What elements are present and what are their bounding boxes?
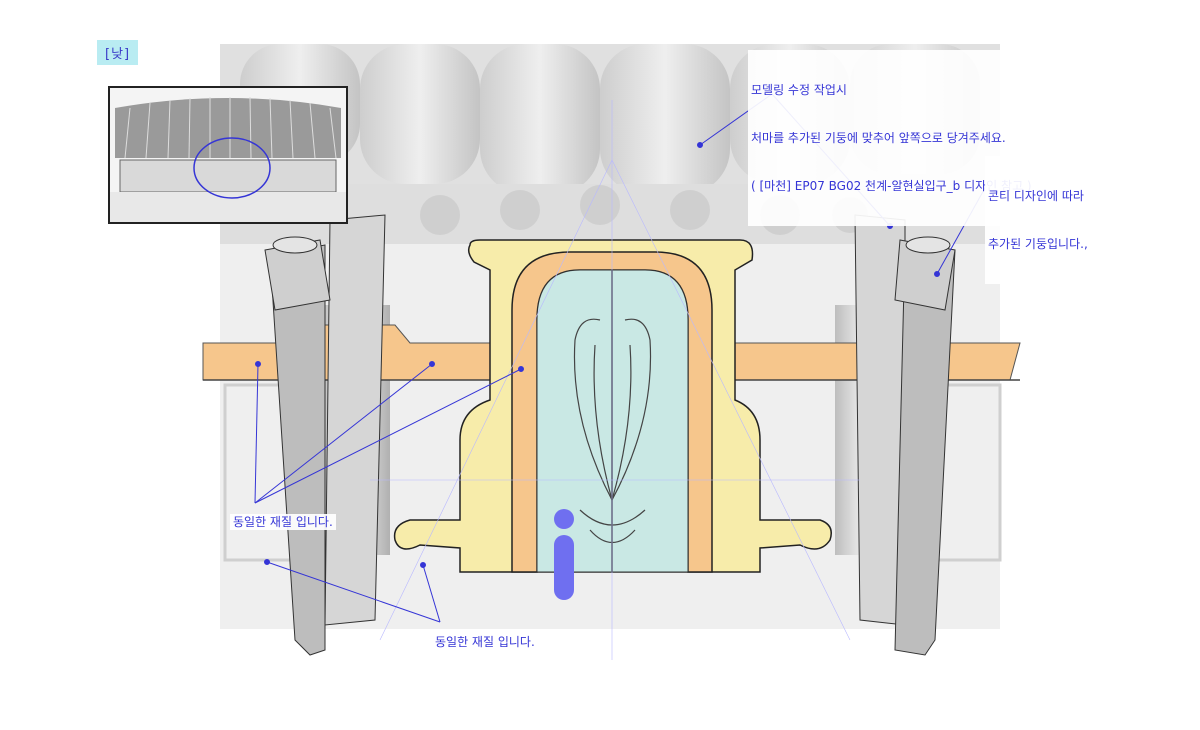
same-material-note-bottom: 동일한 재질 입니다. bbox=[432, 634, 538, 650]
same-material-note-left: 동일한 재질 입니다. bbox=[230, 514, 336, 530]
info-marker-icon bbox=[554, 509, 574, 600]
day-tag: [낮] bbox=[97, 40, 139, 65]
perspective-guides bbox=[370, 100, 860, 660]
conti-note-line-1: 콘티 디자인에 따라 bbox=[988, 189, 1084, 203]
conti-note-line-2: 추가된 기둥입니다., bbox=[988, 237, 1088, 251]
front-pillar-right bbox=[854, 214, 956, 656]
front-pillar-left bbox=[264, 214, 386, 656]
reference-thumbnail bbox=[108, 86, 348, 224]
modeling-note-line-2: 처마를 추가된 기둥에 맞추어 앞쪽으로 당겨주세요. bbox=[751, 131, 1006, 145]
conti-note: 콘티 디자인에 따라 추가된 기둥입니다., bbox=[985, 156, 1091, 284]
reference-thumbnail-drawing bbox=[110, 88, 346, 222]
modeling-note: 모델링 수정 작업시 처마를 추가된 기둥에 맞추어 앞쪽으로 당겨주세요. (… bbox=[748, 50, 1035, 226]
modeling-note-line-1: 모델링 수정 작업시 bbox=[751, 83, 847, 97]
